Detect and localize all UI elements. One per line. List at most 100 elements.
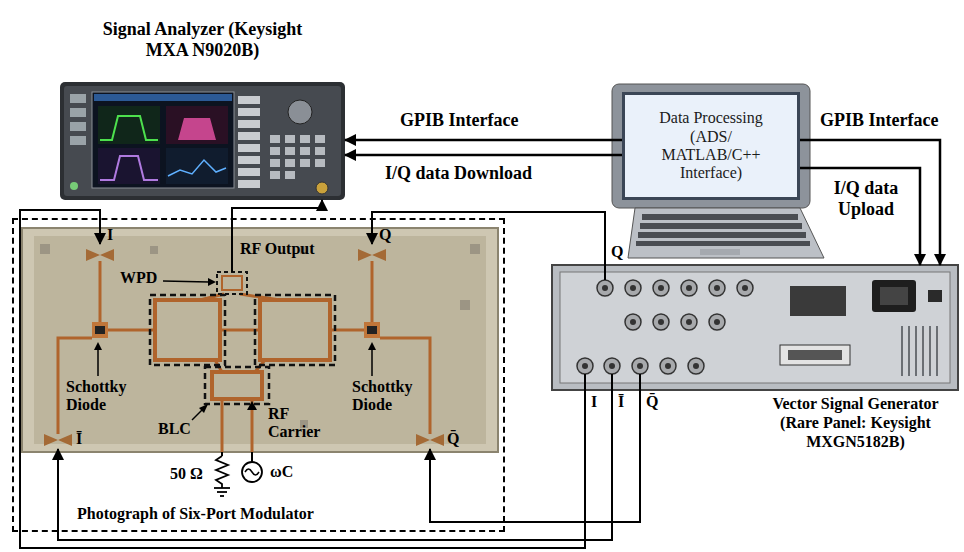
six-port-board-photo-part	[150, 246, 158, 254]
part-label: Schottky Diode	[66, 378, 141, 415]
signal-analyzer-box: Signal Analyzer (Keysight MXA N9020B)	[60, 82, 345, 200]
screen-text: Data Processing (ADS/ MATLAB/C++ Interfa…	[647, 109, 775, 183]
signal-name: Ī	[76, 430, 82, 448]
signal-analyzer-illustration-part	[270, 135, 280, 143]
connector-wire	[345, 154, 622, 157]
signal-generator-rear-panel-part	[714, 319, 720, 325]
signal-analyzer-illustration-part	[100, 156, 158, 180]
connector-label-anchor: I/Q data Download	[385, 163, 532, 184]
signal-generator-rear-panel-part	[630, 319, 636, 325]
six-port-board-photo-part	[208, 278, 216, 286]
signal-name-anchor: Q̄	[646, 393, 658, 411]
termination-and-carrier-source-part	[242, 462, 262, 482]
signal-analyzer-illustration-part	[70, 108, 86, 117]
six-port-board-photo-part	[150, 295, 225, 365]
six-port-board-photo-part	[34, 236, 486, 444]
signal-analyzer-illustration-part	[70, 182, 78, 190]
laptop-illustration-part	[638, 232, 806, 238]
laptop-illustration-part	[628, 208, 824, 258]
signal-analyzer-illustration-part	[60, 82, 345, 200]
connector-label: I/Q data Download	[385, 163, 532, 184]
signal-generator-rear-panel-part	[604, 265, 606, 280]
signal-analyzer-illustration-part	[70, 136, 86, 145]
part-label-anchor: BLC	[158, 420, 191, 438]
signal-generator-rear-panel-part	[630, 285, 636, 291]
signal-analyzer-illustration-part	[166, 106, 228, 144]
connector-wire	[232, 200, 322, 218]
termination-and-carrier-source-part	[221, 399, 224, 452]
signal-name: Q̄	[646, 393, 658, 411]
signal-generator-rear-panel-part	[688, 358, 704, 374]
signal-analyzer-illustration-part	[270, 147, 280, 155]
signal-analyzer-illustration-part	[316, 182, 328, 194]
instrument-heading: Signal Analyzer (Keysight MXA N9020B)	[100, 19, 305, 62]
signal-name-anchor: I	[107, 226, 113, 244]
signal-analyzer-illustration-part	[168, 160, 226, 176]
signal-generator-rear-panel-part	[584, 374, 586, 390]
six-port-board-photo-part	[371, 349, 373, 376]
six-port-board-photo-part	[364, 322, 380, 338]
six-port-board-photo-part	[22, 228, 498, 452]
signal-generator-rear-panel	[552, 265, 958, 390]
signal-analyzer-illustration-part	[166, 148, 228, 184]
laptop-illustration-part	[640, 223, 802, 229]
signal-analyzer-illustration-part	[238, 156, 260, 164]
six-port-board-photo-part	[155, 300, 220, 360]
signal-name-anchor: Q	[379, 226, 391, 244]
termination-and-carrier-source-part	[245, 469, 259, 475]
signal-analyzer-illustration-part	[270, 159, 280, 167]
six-port-board-photo-part	[358, 249, 372, 261]
signal-generator-rear-panel-part	[915, 326, 917, 376]
signal-analyzer-illustration-part	[300, 159, 310, 167]
signal-analyzer-illustration-part	[94, 94, 232, 101]
six-port-board-photo-part	[86, 249, 100, 261]
signal-name: Ī	[618, 393, 624, 411]
signal-generator-rear-panel-part	[604, 358, 620, 374]
six-port-board-photo-part	[108, 329, 155, 332]
signal-generator-rear-panel-part	[639, 374, 641, 390]
six-port-board-photo	[22, 218, 498, 452]
signal-analyzer-illustration-part	[70, 122, 86, 131]
part-label: RF Carrier	[268, 405, 326, 442]
signal-analyzer-illustration-part	[64, 86, 341, 196]
signal-generator-rear-panel-part	[653, 280, 669, 296]
six-port-board-photo-part	[222, 276, 242, 290]
part-label: BLC	[158, 420, 191, 438]
signal-analyzer-illustration-part	[238, 168, 260, 176]
signal-name-anchor: Ī	[618, 393, 624, 411]
signal-analyzer-illustration-part	[238, 108, 260, 116]
signal-analyzer-illustration-part	[288, 100, 312, 124]
laptop-illustration-part	[636, 241, 810, 246]
six-port-board-photo-part	[430, 434, 444, 446]
laptop-illustration-part	[642, 214, 798, 220]
termination-and-carrier-source	[214, 399, 262, 496]
six-port-board-photo-part	[205, 367, 269, 404]
six-port-board-photo-part	[192, 409, 203, 420]
six-port-board-photo-part	[217, 272, 247, 294]
six-port-board-photo-part	[371, 261, 374, 322]
signal-analyzer-illustration-part	[285, 135, 295, 143]
signal-generator-rear-panel-part	[790, 286, 846, 316]
six-port-board-photo-part	[470, 244, 480, 254]
laptop-illustration	[612, 84, 824, 258]
source-label-anchor: ωC	[270, 463, 293, 481]
component-value: 50 Ω	[170, 465, 203, 483]
signal-generator-rear-panel-part	[686, 319, 692, 325]
six-port-board-photo-part	[95, 326, 105, 334]
signal-analyzer-illustration-part	[285, 159, 295, 167]
signal-analyzer-illustration	[60, 82, 345, 200]
source-label: ωC	[270, 463, 293, 481]
part-label-anchor: Schottky Diode	[352, 378, 424, 415]
signal-generator-rear-panel-part	[582, 363, 588, 369]
signal-generator-rear-panel-part	[709, 314, 725, 330]
modulator-dashed-box: Photograph of Six-Port Modulator	[12, 218, 505, 532]
laptop-screen-box: Data Processing (ADS/ MATLAB/C++ Interfa…	[622, 92, 800, 200]
termination-and-carrier-source-part	[217, 491, 227, 493]
signal-generator-rear-panel-part	[929, 326, 931, 376]
signal-generator-box: Vector Signal Generator (Rare Panel: Key…	[552, 265, 958, 390]
signal-generator-rear-panel-part	[625, 314, 641, 330]
signal-generator-rear-panel-part	[577, 358, 593, 374]
signal-generator-rear-panel-part	[908, 326, 910, 376]
connector-label: GPIB Interface	[820, 110, 938, 131]
